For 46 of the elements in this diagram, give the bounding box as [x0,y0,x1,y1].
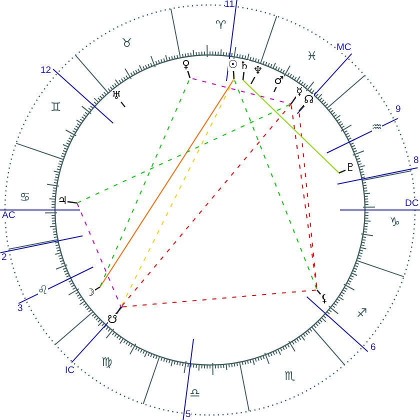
planet-symbol: ♀ [182,59,190,72]
leader-line [120,102,126,108]
planet-symbol: ⚸ [320,293,329,306]
leader-line [232,70,235,80]
leader-line [94,286,100,291]
house-cusp-label: 8 [414,156,419,166]
house-cusp-label: AC [2,211,16,220]
zodiac-sign-symbol: ♌ [38,284,48,296]
house-cusp-label: DC [405,198,419,208]
house-cusp-label: 9 [396,105,401,114]
planet-symbol: ☿ [296,86,303,98]
zodiac-sign-symbol: ♈ [216,19,226,31]
leader-line [338,170,346,174]
planet-symbol: ☊ [304,94,314,106]
house-cusp-label: MC [336,43,352,52]
leader-line [187,70,191,78]
house-cusp-label: 5 [186,410,191,420]
leader-line [273,86,277,92]
house-cusp-label: 6 [370,343,376,352]
zodiac-sign-symbol: ♋ [20,191,30,203]
leader-line [242,72,245,80]
planet-symbol: ☋ [108,314,118,326]
leader-line [298,104,304,112]
planet-symbol: ♂ [274,75,284,88]
leader-line [67,201,78,204]
house-cusp-label: IC [65,366,74,376]
zodiac-sign-symbol: ♊ [50,101,62,113]
zodiac-sign-symbol: ♉ [122,37,132,49]
zodiac-sign-symbol: ♎ [190,387,200,399]
zodiac-sign-symbol: ♓ [306,50,318,62]
planet-symbol: ♄ [240,60,250,72]
house-cusp-label: 11 [224,0,234,10]
house-cusp-label: 3 [18,304,23,314]
leader-line [250,76,256,84]
zodiac-sign-symbol: ♍ [102,356,112,368]
planet-symbol: ☉ [228,58,238,71]
house-cusp-label: 2 [2,253,7,262]
leader-line [290,96,297,104]
zodiac-sign-symbol: ♑ [390,216,400,228]
planet-symbol: ♆ [253,65,263,78]
zodiac-sign-symbol: ♐ [356,307,368,319]
zodiac-sign-symbol: ♏ [284,370,296,382]
zodiac-sign-symbol: ♒ [372,121,382,133]
house-cusp-label: 12 [40,66,52,76]
leader-line [116,306,122,314]
leader-line [316,290,321,295]
